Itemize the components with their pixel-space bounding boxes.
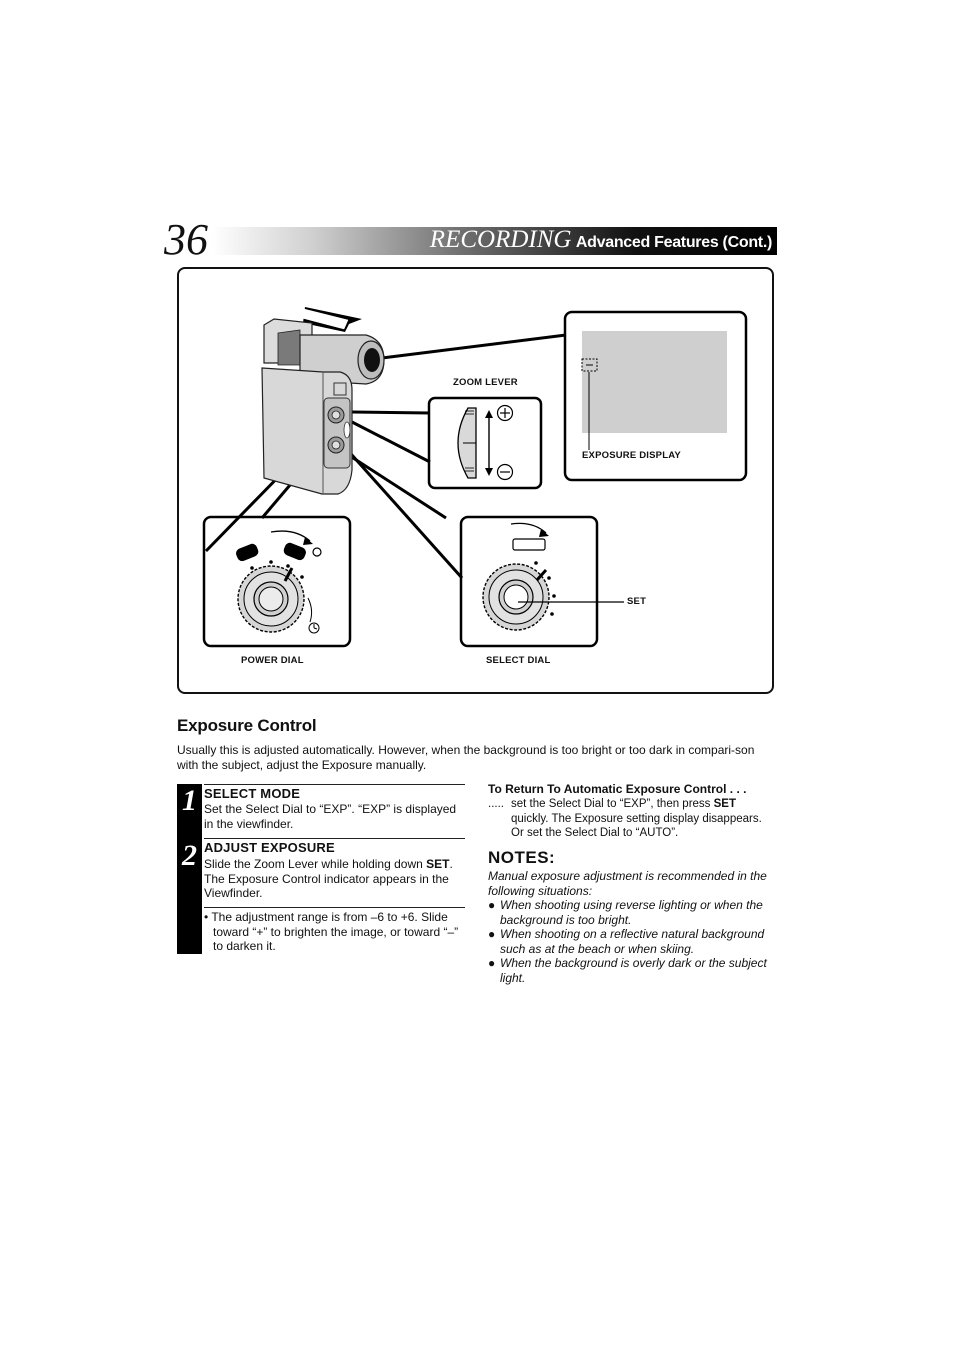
camcorder-icon (261, 307, 385, 495)
bullet-icon: ● (488, 956, 496, 970)
step-number-bar (177, 784, 202, 954)
select-dial-label: SELECT DIAL (486, 655, 551, 666)
set-button-label: SET (627, 596, 647, 607)
header-title-sub: Advanced Features (Cont.) (575, 234, 772, 251)
return-auto-text-set: SET (713, 798, 736, 810)
step-2-text-set: SET (426, 857, 450, 871)
step-1-rule (204, 784, 465, 785)
return-auto-title: To Return To Automatic Exposure Control … (488, 782, 747, 796)
step-1-title: SELECT MODE (204, 786, 301, 801)
exposure-indicator-icon (581, 358, 598, 372)
notes-intro: Manual exposure adjustment is recommende… (488, 869, 767, 898)
return-auto-text-b: quickly. The Exposure setting display di… (511, 812, 762, 840)
bullet-icon: ● (488, 898, 496, 912)
notes-item-text: When the background is overly dark or th… (500, 956, 767, 985)
section-intro: Usually this is adjusted automatically. … (177, 743, 755, 772)
step-1-number: 1 (182, 784, 197, 817)
zoom-lever-callout-box (427, 396, 543, 490)
return-auto-dots: ..... (488, 798, 504, 810)
step-2-text: Slide the Zoom Lever while holding down … (204, 857, 466, 901)
step-2-text-a: Slide the Zoom Lever while holding down (204, 857, 427, 871)
section-title: Exposure Control (177, 716, 317, 735)
exposure-display-label: EXPOSURE DISPLAY (582, 450, 681, 461)
zoom-lever-label: ZOOM LEVER (453, 377, 518, 388)
bullet-icon: ● (488, 927, 496, 941)
page-header-title: RECORDING Advanced Features (Cont.) (429, 226, 773, 254)
lcd-screen (582, 331, 727, 433)
step-2-note-rule (204, 907, 465, 908)
step-2-number: 2 (182, 839, 197, 872)
notes-title: NOTES: (488, 848, 556, 867)
step-2-title: ADJUST EXPOSURE (204, 840, 335, 855)
notes-item: ● When the background is overly dark or t… (488, 956, 780, 985)
notes-item: ● When shooting using reverse lighting or… (488, 898, 780, 927)
step-1-text: Set the Select Dial to “EXP”. “EXP” is d… (204, 802, 457, 831)
return-auto-text-a: set the Select Dial to “EXP”, then press (511, 798, 714, 810)
select-dial-icon (482, 522, 624, 631)
step-2-text-b: . The Exposure Control indicator appears… (204, 857, 453, 900)
notes-item-text: When shooting on a reflective natural ba… (500, 927, 765, 956)
header-bar (212, 227, 777, 255)
notes-item-text: When shooting using reverse lighting or … (500, 898, 763, 927)
header-title-main: RECORDING (429, 226, 572, 253)
power-dial-label: POWER DIAL (241, 655, 304, 666)
page-number: 36 (164, 215, 208, 264)
figure-frame (177, 267, 774, 694)
step-2-rule (204, 838, 465, 839)
notes-item: ● When shooting on a reflective natural b… (488, 927, 780, 956)
step-2-note: • The adjustment range is from –6 to +6.… (204, 910, 459, 953)
return-auto-text: ..... set the Select Dial to “EXP”, then… (488, 797, 773, 841)
power-dial-icon (236, 530, 322, 634)
